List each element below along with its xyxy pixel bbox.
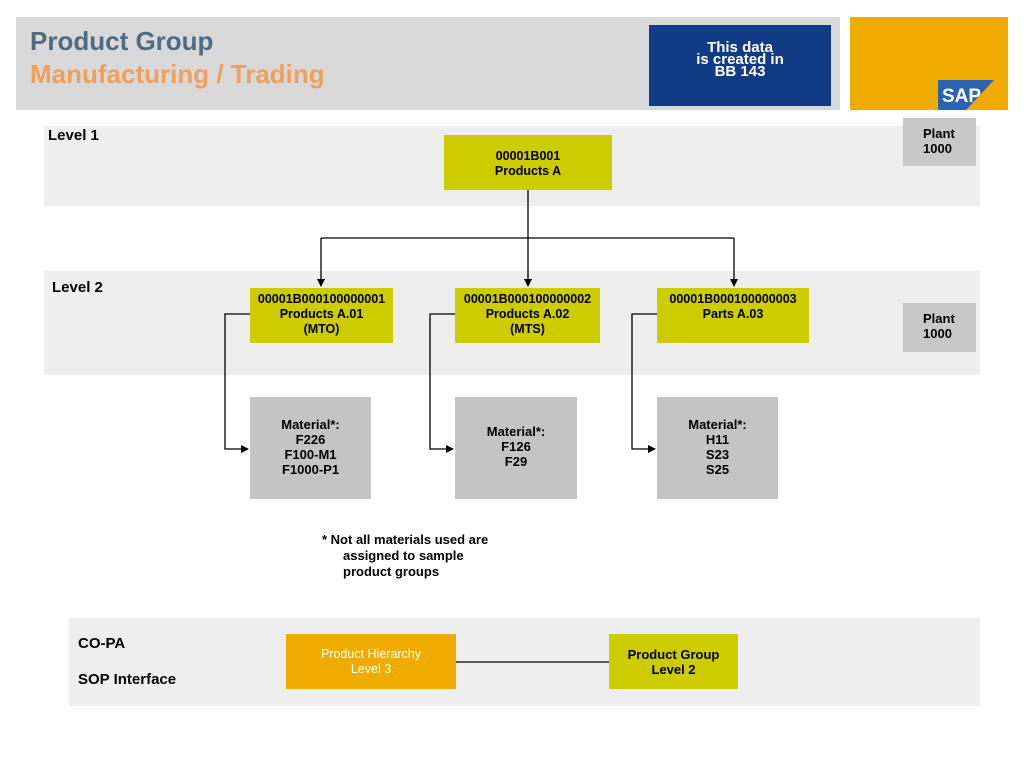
material-item: F226: [295, 432, 326, 447]
material-item: H11: [705, 432, 730, 447]
material-heading: Material*:: [281, 417, 340, 432]
material-item: F100-M1: [284, 447, 337, 462]
product-group-node-level1: 00001B001 Products A: [444, 135, 612, 190]
material-item: F1000-P1: [281, 462, 340, 477]
material-heading: Material*:: [486, 424, 546, 439]
node-code: 00001B000100000001: [257, 292, 386, 306]
material-item: F29: [504, 454, 528, 469]
plant-label: Plant: [923, 126, 955, 141]
node-code: 00001B000100000002: [463, 292, 592, 306]
note-line: is created in: [696, 50, 784, 68]
material-item: F126: [501, 439, 531, 454]
hierarchy-level: Level 3: [350, 661, 392, 676]
group-label: Product Group: [627, 646, 720, 662]
node-code: 00001B000100000003: [669, 292, 797, 306]
interface-band: [69, 618, 980, 706]
footnote-line: assigned to sample: [343, 548, 464, 563]
plant-box-level1: Plant 1000: [903, 118, 976, 166]
sap-logo: SAP: [938, 80, 994, 110]
node-type: (MTS): [510, 322, 545, 336]
plant-number: 1000: [923, 326, 952, 341]
data-source-note: This data is created in BB 143: [649, 25, 831, 106]
material-item: S23: [705, 447, 730, 462]
footnote-line: product groups: [343, 564, 440, 579]
footnote: * Not all materials used are assigned to…: [322, 532, 488, 580]
page-title: Product Group: [30, 26, 214, 56]
sap-logo-text: SAP: [942, 86, 981, 107]
plant-box-level2: Plant 1000: [903, 303, 976, 352]
copa-label: CO-PA: [78, 635, 126, 652]
node-label: Products A.01: [279, 307, 364, 321]
group-level: Level 2: [651, 661, 696, 677]
note-line: This data: [707, 38, 773, 56]
material-box: Material*: F126 F29: [455, 397, 577, 499]
material-heading: Material*:: [688, 417, 747, 432]
product-group-node-level2: 00001B000100000001 Products A.01 (MTO): [250, 288, 393, 343]
material-item: S25: [705, 462, 730, 477]
hierarchy-label: Product Hierarchy: [320, 646, 422, 661]
node-label: Parts A.03: [702, 307, 764, 321]
level1-label: Level 1: [48, 127, 99, 144]
product-group-node-level2: 00001B000100000003 Parts A.03: [657, 288, 809, 343]
node-label: Products A: [494, 164, 562, 178]
material-box: Material*: F226 F100-M1 F1000-P1: [250, 397, 371, 499]
brand-block: SAP: [850, 17, 1008, 110]
material-box: Material*: H11 S23 S25: [657, 397, 778, 499]
product-group-box: Product Group Level 2: [609, 634, 738, 689]
note-line: BB 143: [714, 62, 766, 80]
node-code: 00001B001: [495, 149, 561, 163]
footnote-line: * Not all materials used are: [322, 532, 489, 547]
sap-logo-shape: [938, 80, 994, 110]
page-subtitle: Manufacturing / Trading: [30, 59, 325, 89]
plant-number: 1000: [923, 141, 952, 156]
sop-interface-label: SOP Interface: [78, 671, 177, 688]
node-label: Products A.02: [485, 307, 570, 321]
level2-label: Level 2: [52, 279, 103, 296]
plant-label: Plant: [923, 311, 955, 326]
product-hierarchy-box: Product Hierarchy Level 3: [286, 634, 456, 689]
node-type: (MTO): [303, 322, 340, 336]
product-group-node-level2: 00001B000100000002 Products A.02 (MTS): [455, 288, 600, 343]
